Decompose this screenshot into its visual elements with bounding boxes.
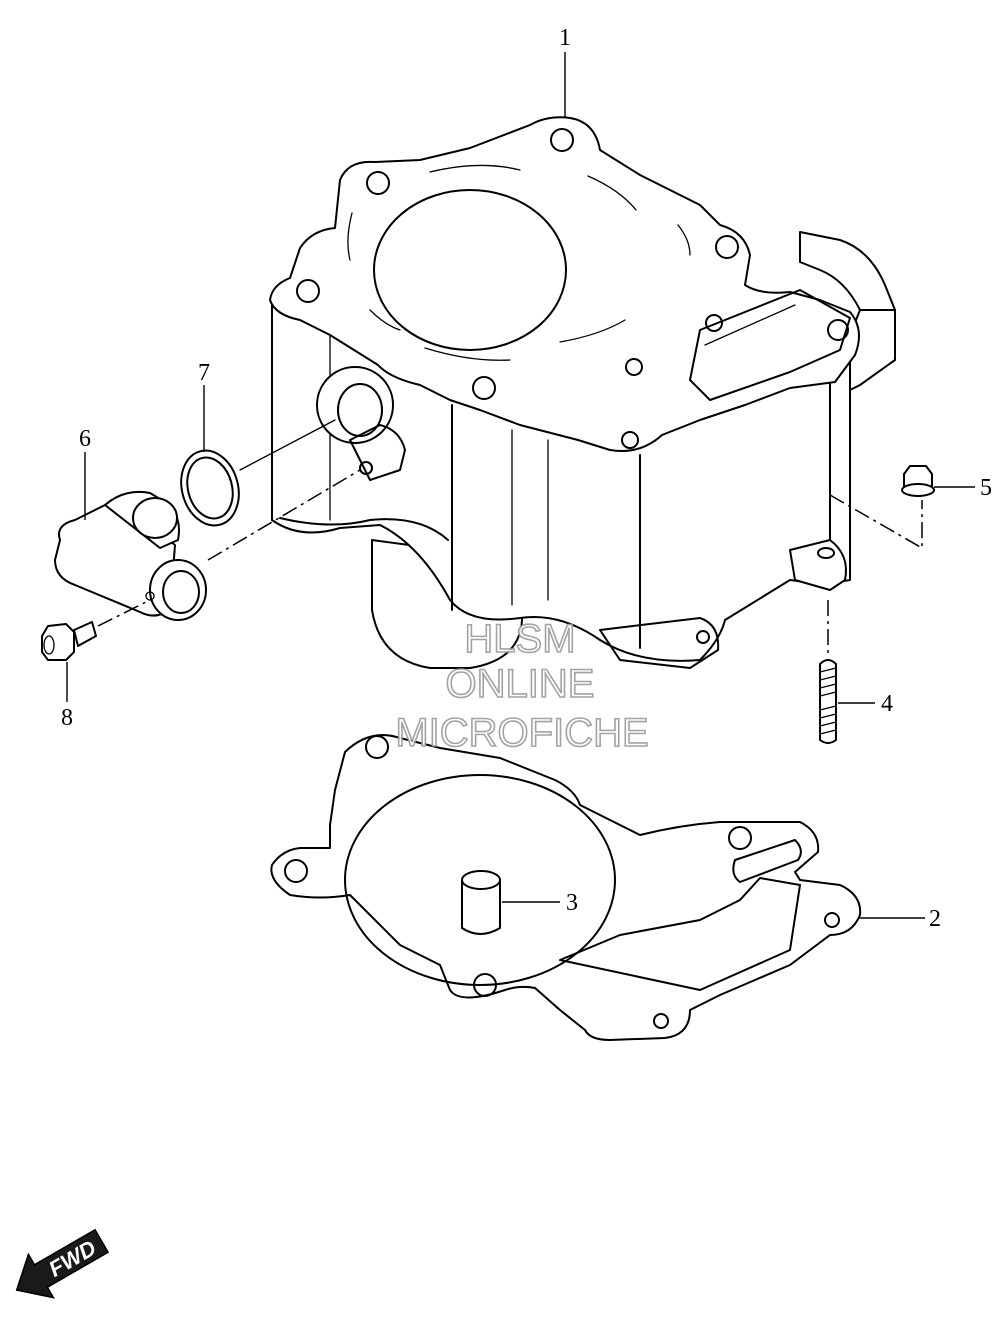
base-gasket-chain-opening (559, 877, 801, 991)
o-ring-part[interactable] (173, 444, 247, 532)
o-ring-guide-line (239, 419, 336, 471)
nut-centerline (829, 494, 923, 550)
base-gasket-hole-1 (365, 735, 389, 759)
deck-hole-6 (625, 358, 643, 376)
lower-flange-hole (696, 630, 710, 644)
base-gasket-hole-4 (473, 973, 497, 997)
stud-hole (817, 547, 835, 559)
watermark-line-2: ONLINE (446, 662, 595, 706)
deck-hole-7 (705, 314, 723, 332)
water-union-outlet-bore (162, 570, 200, 614)
jacket-slot-7 (559, 319, 626, 343)
base-gasket-outline (270, 734, 862, 1041)
stud-threads (819, 667, 837, 735)
water-port-ear (349, 424, 406, 481)
water-port-bolt-hole (359, 461, 373, 475)
bolt-socket (43, 635, 55, 655)
deck-hole-4 (296, 279, 320, 303)
nut-flange (901, 483, 935, 497)
callout-7: 7 (198, 360, 210, 386)
o-ring-outer (180, 449, 240, 527)
water-union-part[interactable] (54, 490, 207, 621)
base-gasket-hole-5 (653, 1013, 669, 1029)
stud-body (819, 659, 837, 744)
callout-3: 3 (566, 890, 578, 916)
deck-hole-3 (715, 235, 739, 259)
bolt-head (41, 623, 75, 661)
bolt-shank (73, 621, 97, 647)
stud-part[interactable] (819, 659, 837, 744)
jacket-slot-5 (369, 309, 401, 331)
forward-arrow-icon (15, 1228, 110, 1299)
base-gasket-bore (344, 774, 616, 986)
deck-hole-1 (550, 128, 574, 152)
base-gasket-hole-3 (284, 859, 308, 883)
dowel-pin-top (461, 870, 501, 890)
watermark: HLSM ONLINE MICROFICHE (395, 616, 650, 756)
deck-hole-2 (366, 171, 390, 195)
water-port-boss (316, 366, 394, 444)
callout-2: 2 (929, 906, 941, 932)
watermark-line-1: HLSM (464, 617, 575, 661)
base-gasket-hole-6 (824, 912, 840, 928)
watermark-line-3: MICROFICHE (395, 711, 648, 755)
forward-direction-badge: FWD (15, 1228, 110, 1299)
base-gasket-hole-2 (728, 826, 752, 850)
base-gasket-slot (732, 839, 802, 883)
cylinder-bore (373, 189, 567, 351)
deck-hole-8 (827, 319, 849, 341)
water-union-top-ring (132, 497, 178, 539)
o-ring-inner (186, 456, 234, 520)
jacket-slot-4 (347, 212, 353, 261)
cam-chain-tunnel (689, 289, 851, 401)
jacket-slot-3 (677, 224, 691, 256)
jacket-slot-1 (429, 164, 521, 173)
stud-boss (789, 539, 847, 591)
callout-1: 1 (559, 25, 571, 51)
water-union-outlet (149, 559, 207, 621)
jacket-slot-6 (424, 347, 511, 361)
cylinder-part[interactable] (269, 116, 896, 669)
bolt-centerline (97, 599, 151, 627)
dowel-pin-part[interactable] (461, 870, 501, 935)
bolt-part[interactable] (41, 621, 97, 661)
callout-6: 6 (79, 426, 91, 452)
cylinder-body (271, 300, 896, 662)
lower-flange-right (599, 617, 720, 669)
callout-8: 8 (61, 705, 73, 731)
jacket-slot-2 (587, 175, 637, 211)
callout-4: 4 (881, 691, 893, 717)
lower-flange-left (279, 517, 449, 541)
deck-hole-5 (472, 376, 496, 400)
dowel-pin-body (461, 879, 501, 935)
callout-5: 5 (980, 475, 992, 501)
base-gasket-part[interactable] (270, 734, 862, 1041)
deck-hole-9 (621, 431, 639, 449)
cam-chain-tunnel-inner (704, 304, 796, 346)
cylinder-right-boss (799, 231, 896, 311)
union-centerline (207, 469, 361, 561)
nut-part[interactable] (901, 465, 935, 497)
